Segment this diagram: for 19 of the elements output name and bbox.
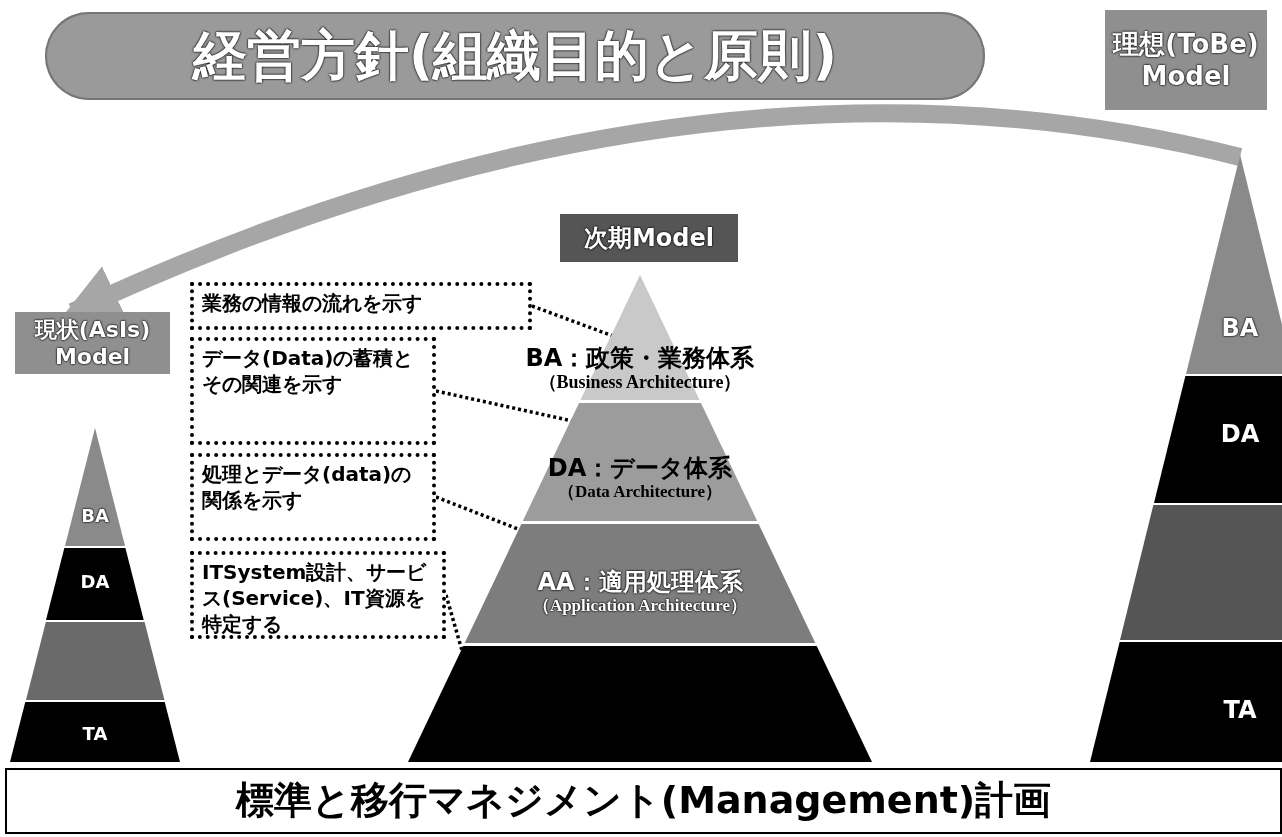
model-label-box: 現状(AsIs) Model <box>15 312 170 374</box>
note-box: データ(Data)の蓄積とその関連を示す <box>190 337 436 445</box>
leader-line <box>531 304 614 338</box>
plan-banner: 標準と移行マネジメント(Management)計画 <box>5 768 1282 834</box>
pyramid-layer <box>1120 505 1282 640</box>
note-box: 処理とデータ(data)の関係を示す <box>190 453 436 541</box>
pyramid-layer: BA <box>1185 155 1282 374</box>
pyramid-layer <box>25 622 165 700</box>
note-box: ITSystem設計、サービス(Service)、IT資源を特定する <box>190 551 446 639</box>
pyramid-layer: DA <box>46 548 144 620</box>
model-label-box: 次期Model <box>560 214 738 262</box>
pyramid-layer: TA <box>10 702 180 762</box>
model-label-box: 理想(ToBe) Model <box>1105 10 1267 110</box>
title-banner: 経営方針(組織目的と原則) <box>45 12 985 100</box>
pyramid-layer: TA <box>1090 642 1282 762</box>
note-box: 業務の情報の流れを示す <box>190 282 532 330</box>
pyramid-layer: DA <box>1154 376 1282 503</box>
pyramid-layer: BA <box>64 428 125 546</box>
pyramid-layer <box>408 646 872 762</box>
